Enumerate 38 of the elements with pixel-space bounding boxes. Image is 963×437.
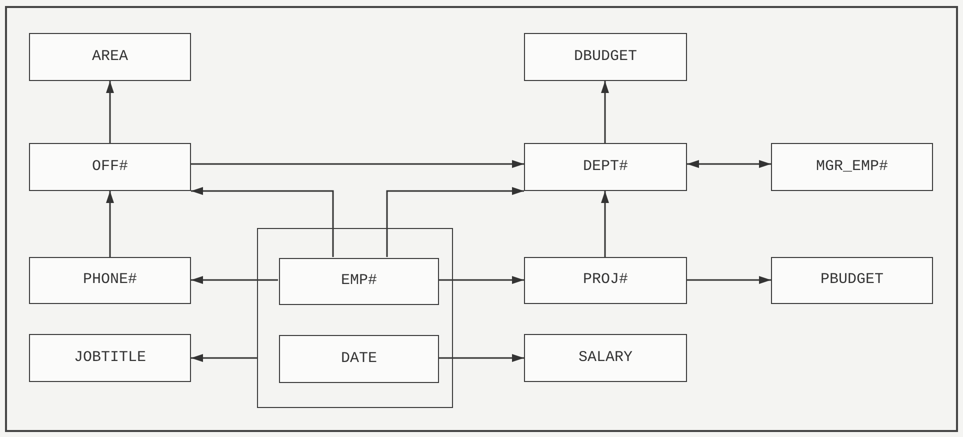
attribute-label: JOBTITLE [74, 348, 146, 368]
attribute-box [279, 258, 439, 305]
attribute-label: DBUDGET [574, 46, 637, 67]
attribute-box [279, 335, 439, 383]
attribute-label: PROJ# [582, 270, 628, 290]
arrow [601, 191, 609, 257]
attribute-box [524, 257, 687, 304]
attribute-box [524, 143, 687, 191]
attribute-label: DATE [340, 348, 377, 369]
attribute-box [29, 143, 191, 191]
attribute-box [771, 143, 933, 191]
arrow [191, 187, 334, 257]
attribute-label: PBUDGET [820, 270, 884, 290]
arrow [191, 160, 524, 168]
attribute-label: SALARY [578, 348, 632, 368]
arrow [438, 354, 524, 362]
arrow [601, 81, 609, 143]
arrow [386, 187, 524, 257]
attribute-box [524, 33, 687, 81]
attribute-label: EMP# [340, 271, 377, 292]
group-box [257, 228, 453, 408]
arrow [106, 81, 114, 143]
attribute-label: MGR_EMP# [816, 156, 888, 177]
arrow [687, 276, 771, 284]
attribute-label: AREA [92, 46, 128, 67]
arrow [687, 160, 771, 168]
attribute-box [524, 334, 687, 382]
attribute-box [771, 257, 933, 304]
attribute-label: OFF# [92, 156, 128, 177]
attribute-label: PHONE# [82, 270, 137, 290]
attribute-box [29, 257, 191, 304]
arrow [438, 276, 524, 284]
attribute-label: DEPT# [582, 156, 628, 177]
arrow [191, 276, 278, 284]
attribute-box [29, 334, 191, 382]
arrow [191, 354, 257, 362]
attribute-box [29, 33, 191, 81]
arrow [106, 191, 114, 257]
